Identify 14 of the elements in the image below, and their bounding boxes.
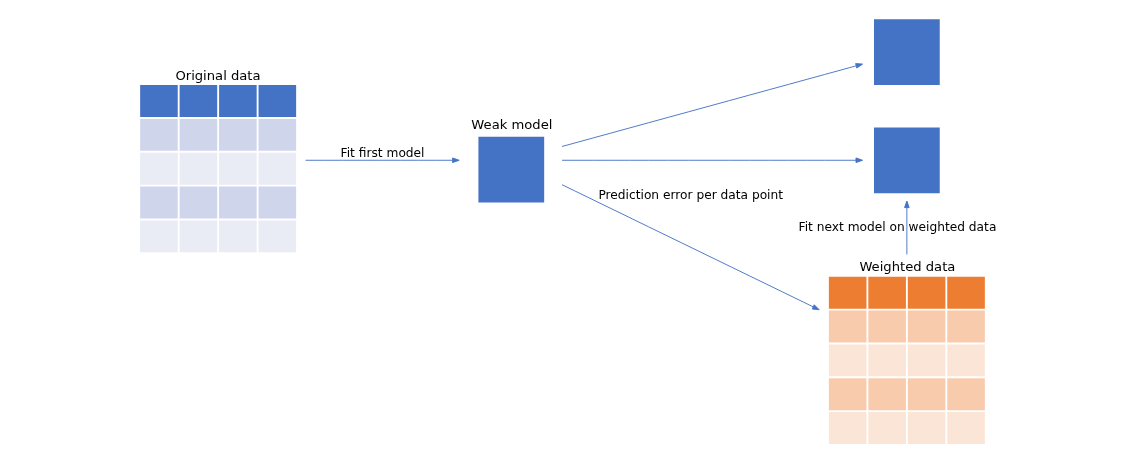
arrow: [561, 184, 820, 311]
arrow: [561, 157, 863, 164]
node-label: Weak model: [470, 117, 552, 133]
node-box: [873, 127, 940, 194]
edge-label: Fit first model: [340, 145, 425, 160]
node-box: [873, 19, 940, 86]
arrow: [304, 157, 460, 164]
edge-label: Fit next model on weighted data: [798, 219, 996, 234]
node-label: Weighted data: [858, 259, 955, 275]
arrow: [903, 200, 910, 255]
node-label: Original data: [174, 67, 261, 83]
node-box: [477, 136, 544, 203]
arrow: [561, 63, 863, 147]
edge-label: Prediction error per data point: [597, 188, 783, 203]
